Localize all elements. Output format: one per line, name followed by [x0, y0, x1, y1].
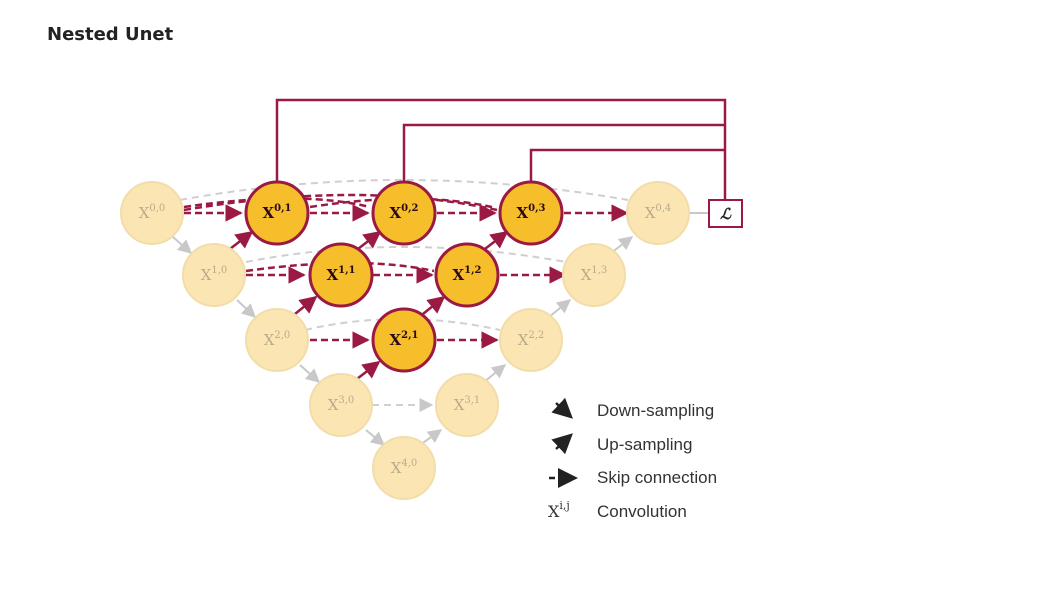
node-x40: X4,0 [372, 436, 436, 500]
node-x03: X0,3 [498, 180, 564, 246]
node-x01: X0,1 [244, 180, 310, 246]
deep-supervision-lines [275, 98, 727, 200]
node-x30: X3,0 [309, 373, 373, 437]
node-circle [309, 373, 373, 437]
node-label: X0,0 [139, 203, 166, 222]
node-circle [120, 181, 184, 245]
node-x02: X0,2 [371, 180, 437, 246]
legend-down-sampling: Down-sampling [597, 401, 714, 420]
node-label: X2,0 [264, 330, 291, 349]
node-label: X0,1 [262, 203, 291, 222]
nodes: X0,0X1,0X2,0X3,0X4,0 X0,1X1,1X2,1X3,1 X0,2… [120, 180, 690, 500]
node-x10: X1,0 [182, 243, 246, 307]
node-label: X3,0 [328, 395, 355, 414]
node-label: X2,1 [389, 330, 418, 349]
legend-up-sampling: Up-sampling [597, 435, 692, 454]
node-circle [245, 308, 309, 372]
node-label: X1,2 [452, 265, 481, 284]
legend-skip-connection: Skip connection [597, 468, 717, 487]
node-x11: X1,1 [308, 242, 374, 308]
node-label: X0,2 [389, 203, 418, 222]
node-circle [371, 180, 437, 246]
node-circle [626, 181, 690, 245]
convolution-symbol-base: X [548, 502, 560, 521]
node-label: X0,4 [645, 203, 672, 222]
legend: Down-sampling Up-sampling Skip connectio… [548, 397, 717, 521]
node-circle [435, 373, 499, 437]
node-label: X2,2 [518, 330, 545, 349]
node-x31: X3,1 [435, 373, 499, 437]
node-circle [434, 242, 500, 308]
loss-box: ℒ [708, 199, 743, 228]
node-x22: X2,2 [499, 308, 563, 372]
node-circle [499, 308, 563, 372]
node-label: X0,3 [516, 203, 545, 222]
legend-convolution: Convolution [597, 502, 687, 521]
node-circle [244, 180, 310, 246]
node-x12: X1,2 [434, 242, 500, 308]
node-label: X1,3 [581, 265, 608, 284]
down-arrow-icon [551, 397, 573, 419]
up-arrow-icon [551, 433, 573, 455]
node-circle [562, 243, 626, 307]
node-circle [372, 436, 436, 500]
gray-sampling-arrows [172, 212, 708, 446]
node-x00: X0,0 [120, 181, 184, 245]
node-circle [308, 242, 374, 308]
convolution-symbol-sup: i,j [559, 499, 569, 512]
node-circle [498, 180, 564, 246]
node-label: X4,0 [391, 458, 418, 477]
node-x04: X0,4 [626, 181, 690, 245]
node-label: X3,1 [454, 395, 481, 414]
page-title: Nested Unet [47, 24, 174, 45]
node-circle [371, 307, 437, 373]
node-x21: X2,1 [371, 307, 437, 373]
loss-label: ℒ [720, 205, 732, 223]
node-x20: X2,0 [245, 308, 309, 372]
convolution-symbol: Xi,j [548, 499, 570, 521]
node-circle [182, 243, 246, 307]
node-x13: X1,3 [562, 243, 626, 307]
node-label: X1,0 [201, 265, 228, 284]
node-label: X1,1 [326, 265, 355, 284]
